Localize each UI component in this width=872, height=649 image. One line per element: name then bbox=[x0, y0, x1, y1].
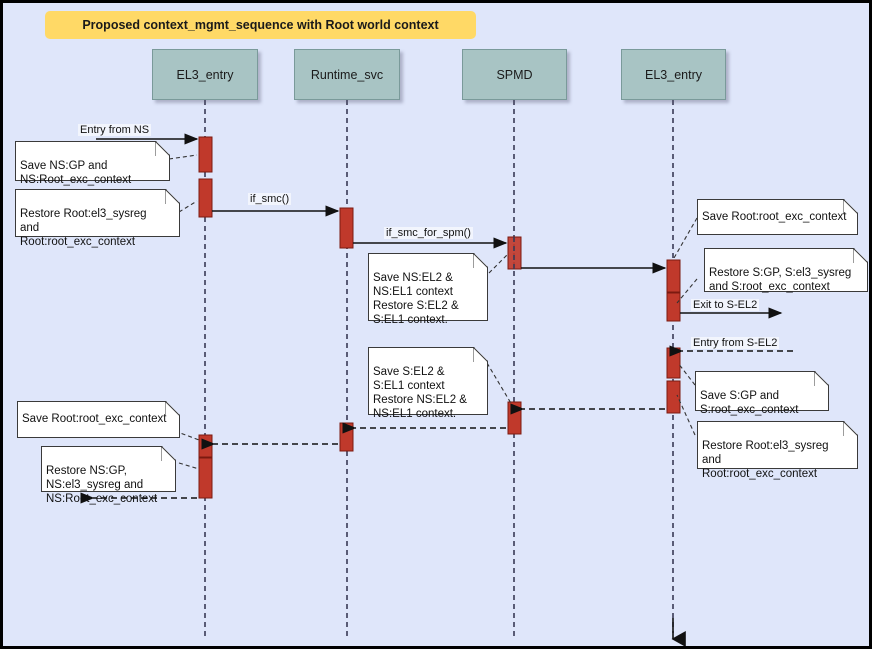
return-messages bbox=[80, 345, 793, 504]
note-fold-corner bbox=[474, 347, 488, 361]
note-restore-root-el3-sysreg-right: Restore Root:el3_sysreg and Root:root_ex… bbox=[697, 421, 858, 480]
note-restore-root-el3-sysreg-left: Restore Root:el3_sysreg and Root:root_ex… bbox=[15, 189, 180, 248]
note-fold-corner bbox=[854, 248, 868, 262]
diagram-vector-layer bbox=[80, 100, 793, 646]
diagram-title: Proposed context_mgmt_sequence with Root… bbox=[82, 18, 439, 32]
message-label-entry-from-ns: Entry from NS bbox=[78, 124, 152, 136]
note-restore-ns-gp: Restore NS:GP, NS:el3_sysreg and NS:Root… bbox=[41, 446, 176, 505]
lifeline-head-spmd[interactable]: SPMD bbox=[462, 49, 567, 100]
note-save-ns-el2-restore-s-el2: Save NS:EL2 & NS:EL1 context Restore S:E… bbox=[368, 253, 488, 326]
lifeline-label: EL3_entry bbox=[645, 67, 702, 82]
note-fold-corner bbox=[156, 141, 170, 155]
lifeline-label: Runtime_svc bbox=[310, 67, 384, 82]
note-text: Restore Root:el3_sysreg and Root:root_ex… bbox=[702, 440, 829, 481]
note-fold-corner bbox=[162, 446, 176, 460]
note-text: Save S:EL2 & S:EL1 context Restore NS:EL… bbox=[373, 366, 467, 421]
note-save-s-gp: Save S:GP and S:root_exc_context bbox=[695, 371, 829, 416]
message-label-entry-from-s-el2: Entry from S-EL2 bbox=[691, 337, 780, 349]
note-text: Save NS:GP and NS:Root_exc_context bbox=[20, 160, 132, 187]
message-label-if-smc: if_smc() bbox=[248, 193, 292, 205]
lifeline-head-runtime-svc[interactable]: Runtime_svc bbox=[294, 49, 400, 100]
note-restore-s-gp: Restore S:GP, S:el3_sysreg and S:root_ex… bbox=[704, 248, 868, 294]
note-fold-corner bbox=[474, 253, 488, 267]
note-fold-corner bbox=[844, 199, 858, 213]
message-label-if-smc-for-spm: if_smc_for_spm() bbox=[384, 227, 473, 239]
lifeline-label: EL3_entry bbox=[176, 67, 234, 82]
note-save-s-el2-restore-ns-el2: Save S:EL2 & S:EL1 context Restore NS:EL… bbox=[368, 347, 488, 420]
note-text: Save Root:root_exc_context bbox=[22, 413, 167, 426]
message-label-exit-to-s-el2: Exit to S-EL2 bbox=[691, 299, 760, 311]
lifeline-head-el3-entry-left[interactable]: EL3_entry bbox=[152, 49, 258, 100]
note-save-ns-gp: Save NS:GP and NS:Root_exc_context bbox=[15, 141, 170, 186]
note-text: Save NS:EL2 & NS:EL1 context Restore S:E… bbox=[373, 272, 459, 327]
note-text: Restore NS:GP, NS:el3_sysreg and NS:Root… bbox=[46, 465, 158, 506]
note-save-root-exc-context-right: Save Root:root_exc_context bbox=[697, 199, 858, 235]
note-leaders bbox=[168, 154, 698, 470]
note-text: Save Root:root_exc_context bbox=[702, 210, 847, 223]
note-text: Restore S:GP, S:el3_sysreg and S:root_ex… bbox=[709, 267, 852, 294]
note-fold-corner bbox=[166, 401, 180, 415]
note-fold-corner bbox=[815, 371, 829, 385]
lifeline-label: SPMD bbox=[496, 67, 533, 82]
note-text: Save S:GP and S:root_exc_context bbox=[700, 390, 799, 417]
note-fold-corner bbox=[166, 189, 180, 203]
note-text: Restore Root:el3_sysreg and Root:root_ex… bbox=[20, 208, 147, 249]
lifeline-stems bbox=[204, 100, 674, 639]
solid-messages bbox=[96, 133, 783, 319]
note-save-root-exc-context-left: Save Root:root_exc_context bbox=[17, 401, 180, 438]
lifeline-head-el3-entry-right[interactable]: EL3_entry bbox=[621, 49, 726, 100]
diagram-title-banner: Proposed context_mgmt_sequence with Root… bbox=[45, 11, 476, 39]
note-fold-corner bbox=[844, 421, 858, 435]
